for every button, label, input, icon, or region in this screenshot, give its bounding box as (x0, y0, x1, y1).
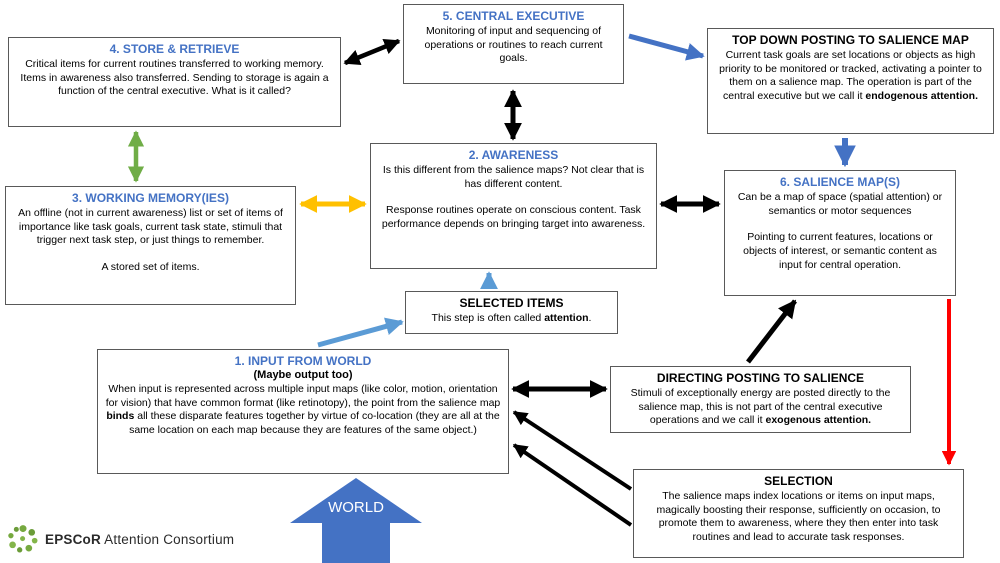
box-title: 2. AWARENESS (468, 148, 559, 162)
box-body: Stimuli of exceptionally energy are post… (617, 387, 904, 428)
box-paragraph: Can be a map of space (spatial attention… (737, 191, 943, 217)
box-body: When input is represented across multipl… (104, 383, 502, 438)
box-paragraph: Is this different from the salience maps… (382, 164, 645, 190)
box-subtitle: (Maybe output too) (253, 369, 353, 381)
arrow-input-selected (317, 317, 404, 348)
footer-brand: EPSCoR Attention Consortium (8, 524, 234, 554)
arrow-store-central (343, 38, 401, 66)
body-text: Stimuli of exceptionally energy are post… (630, 387, 891, 427)
brand-suffix: Attention Consortium (100, 531, 235, 547)
bold-text: binds (106, 410, 135, 423)
body-text: all these disparate features together by… (129, 410, 500, 437)
box-central-executive: 5. CENTRAL EXECUTIVE Monitoring of input… (403, 4, 624, 84)
bold-text: exogenous attention. (765, 414, 872, 427)
box-title: 1. INPUT FROM WORLD (234, 354, 372, 368)
box-input-from-world: 1. INPUT FROM WORLD (Maybe output too) W… (97, 349, 509, 474)
box-paragraph: A stored set of items. (101, 260, 200, 273)
box-paragraph: An offline (not in current awareness) li… (18, 207, 283, 247)
body-text: This step is often called (431, 312, 545, 324)
box-selection: SELECTION The salience maps index locati… (633, 469, 964, 558)
box-top-down-posting: TOP DOWN POSTING TO SALIENCE MAP Current… (707, 28, 994, 134)
body-text: . (588, 312, 592, 324)
box-body: Current task goals are set locations or … (714, 49, 987, 104)
body-text: Current task goals are set locations or … (719, 49, 982, 102)
arrow-selection-input-lower (512, 443, 633, 527)
body-text: When input is represented across multipl… (105, 383, 501, 409)
epscor-logo-icon (8, 525, 38, 553)
brand-name: EPSCoR (45, 531, 101, 547)
box-body: This step is often called attention. (412, 312, 611, 326)
footer-brand-text: EPSCoR Attention Consortium (45, 532, 234, 547)
world-label: WORLD (328, 499, 384, 516)
box-store-retrieve: 4. STORE & RETRIEVE Critical items for c… (8, 37, 341, 127)
box-body: Monitoring of input and sequencing of op… (424, 25, 603, 65)
box-title: 3. WORKING MEMORY(IES) (72, 191, 229, 205)
box-title: SELECTED ITEMS (459, 296, 564, 310)
box-awareness: 2. AWARENESS Is this different from the … (370, 143, 657, 269)
world-arrow (290, 478, 422, 563)
arrow-central-topdown (628, 33, 705, 61)
box-title: DIRECTING POSTING TO SALIENCE (656, 371, 865, 385)
box-selected-items: SELECTED ITEMS This step is often called… (405, 291, 618, 334)
box-salience-map: 6. SALIENCE MAP(S) Can be a map of space… (724, 170, 956, 296)
bold-text: attention (544, 312, 589, 324)
box-body: Critical items for current routines tran… (20, 58, 329, 98)
box-paragraph: Pointing to current features, locations … (743, 231, 937, 271)
bold-text: endogenous attention. (865, 89, 978, 102)
box-title: 4. STORE & RETRIEVE (109, 42, 240, 56)
box-directing-posting: DIRECTING POSTING TO SALIENCE Stimuli of… (610, 366, 911, 433)
box-body: The salience maps index locations or ite… (656, 490, 941, 543)
box-title: SELECTION (764, 474, 833, 488)
box-title: 5. CENTRAL EXECUTIVE (442, 9, 585, 23)
arrow-directing-salience (746, 299, 797, 364)
box-title: 6. SALIENCE MAP(S) (779, 175, 900, 189)
box-title: TOP DOWN POSTING TO SALIENCE MAP (732, 33, 969, 47)
box-paragraph: Response routines operate on conscious c… (381, 204, 646, 230)
box-working-memory: 3. WORKING MEMORY(IES) An offline (not i… (5, 186, 296, 305)
